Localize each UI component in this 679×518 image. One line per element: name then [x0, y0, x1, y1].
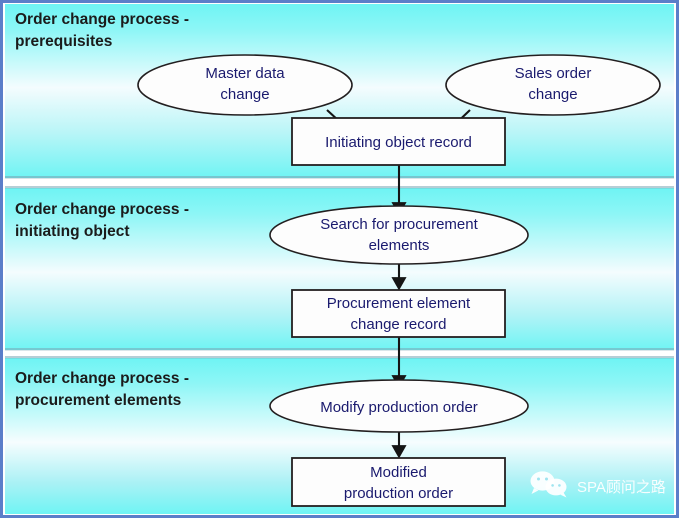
modified-production-order-label-line1: Modified — [370, 464, 427, 481]
watermark: SPA顾问之路 — [530, 471, 666, 498]
band-initiating-object-bottom-edge — [5, 348, 674, 351]
modify-production-order-ellipse[interactable] — [269, 379, 529, 433]
node-sales-order-change[interactable]: Sales order change — [445, 54, 661, 116]
band-initiating-object-top-edge — [5, 186, 674, 189]
sales-order-change-label-line1: Sales order — [515, 65, 592, 82]
wechat-icon — [530, 471, 567, 498]
band-initiating-object-heading-line1: Order change process - — [15, 201, 189, 218]
modify-production-order-label-line1: Modify production order — [320, 399, 478, 416]
search-for-procurement-elements-ellipse[interactable] — [269, 205, 529, 265]
sales-order-change-label-line2: change — [528, 86, 577, 103]
node-modify-production-order[interactable]: Modify production order — [269, 379, 529, 433]
band-prerequisites-heading-line1: Order change process - — [15, 11, 189, 28]
band-procurement-elements-top-edge — [5, 356, 674, 359]
procurement-element-change-record-label-line2: change record — [351, 316, 447, 333]
node-initiating-object-record[interactable]: Initiating object record — [291, 117, 506, 166]
master-data-change-label-line1: Master data — [205, 65, 285, 82]
node-procurement-element-change-record[interactable]: Procurement element change record — [291, 289, 506, 338]
initiating-object-record-box[interactable] — [291, 117, 506, 166]
band-procurement-elements-heading-line2: procurement elements — [15, 392, 181, 409]
initiating-object-record-label-line1: Initiating object record — [325, 134, 472, 151]
procurement-element-change-record-box[interactable] — [291, 289, 506, 338]
node-modified-production-order[interactable]: Modified production order — [291, 457, 506, 507]
search-for-procurement-elements-label-line2: elements — [369, 237, 430, 254]
band-prerequisites-edge — [5, 176, 674, 179]
band-initiating-object-heading-line2: initiating object — [15, 223, 130, 240]
watermark-label: SPA顾问之路 — [577, 479, 666, 496]
band-procurement-elements-heading-line1: Order change process - — [15, 370, 189, 387]
master-data-change-label-line2: change — [220, 86, 269, 103]
modified-production-order-label-line2: production order — [344, 485, 453, 502]
sales-order-change-ellipse[interactable] — [445, 54, 661, 116]
modified-production-order-box[interactable] — [291, 457, 506, 507]
node-master-data-change[interactable]: Master data change — [137, 54, 353, 116]
master-data-change-ellipse[interactable] — [137, 54, 353, 116]
band-prerequisites-heading-line2: prerequisites — [15, 33, 112, 50]
node-search-for-procurement-elements[interactable]: Search for procurement elements — [269, 205, 529, 265]
procurement-element-change-record-label-line1: Procurement element — [327, 295, 471, 312]
search-for-procurement-elements-label-line1: Search for procurement — [320, 216, 478, 233]
